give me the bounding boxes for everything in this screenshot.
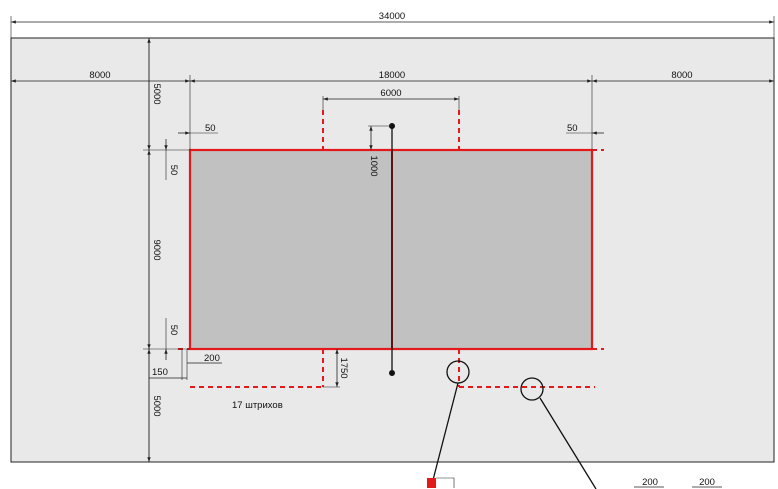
dim-attack-zones-label: 6000 — [380, 88, 401, 99]
dim-line-width-left-label: 50 — [205, 123, 216, 134]
dim-bottom-offset-label: 150 — [152, 367, 168, 378]
dim-detail-dash-label: 200 — [642, 477, 658, 488]
leader-line-1 — [432, 382, 459, 481]
dim-post-distance-label: 1000 — [368, 155, 379, 176]
dim-bottom-free-zone-label: 5000 — [151, 395, 162, 416]
dim-top-free-zone-label: 5000 — [151, 83, 162, 104]
dim-dash-offset-label: 1750 — [338, 357, 349, 378]
dim-detail-gap-label: 200 — [699, 477, 715, 488]
dim-line-width-bottom-label: 50 — [168, 325, 179, 336]
leader-line-2 — [539, 397, 597, 489]
dim-bottom-mark-label: 200 — [204, 353, 220, 364]
dim-free-zone-right-label: 8000 — [671, 70, 692, 81]
dim-line-width-top-label: 50 — [168, 165, 179, 176]
dim-total-width-label: 34000 — [379, 11, 405, 22]
dim-court-length-label: 18000 — [379, 70, 405, 81]
detail-marker-callout — [436, 477, 455, 488]
detail-marker — [427, 478, 436, 488]
dash-count-annotation: 17 штрихов — [232, 400, 283, 411]
dim-free-zone-left-label: 8000 — [89, 70, 110, 81]
dim-line-width-right-label: 50 — [567, 123, 578, 134]
dim-court-width-label: 9000 — [151, 239, 162, 260]
net-post-bottom — [389, 370, 395, 376]
detail-circle-2 — [520, 377, 544, 401]
